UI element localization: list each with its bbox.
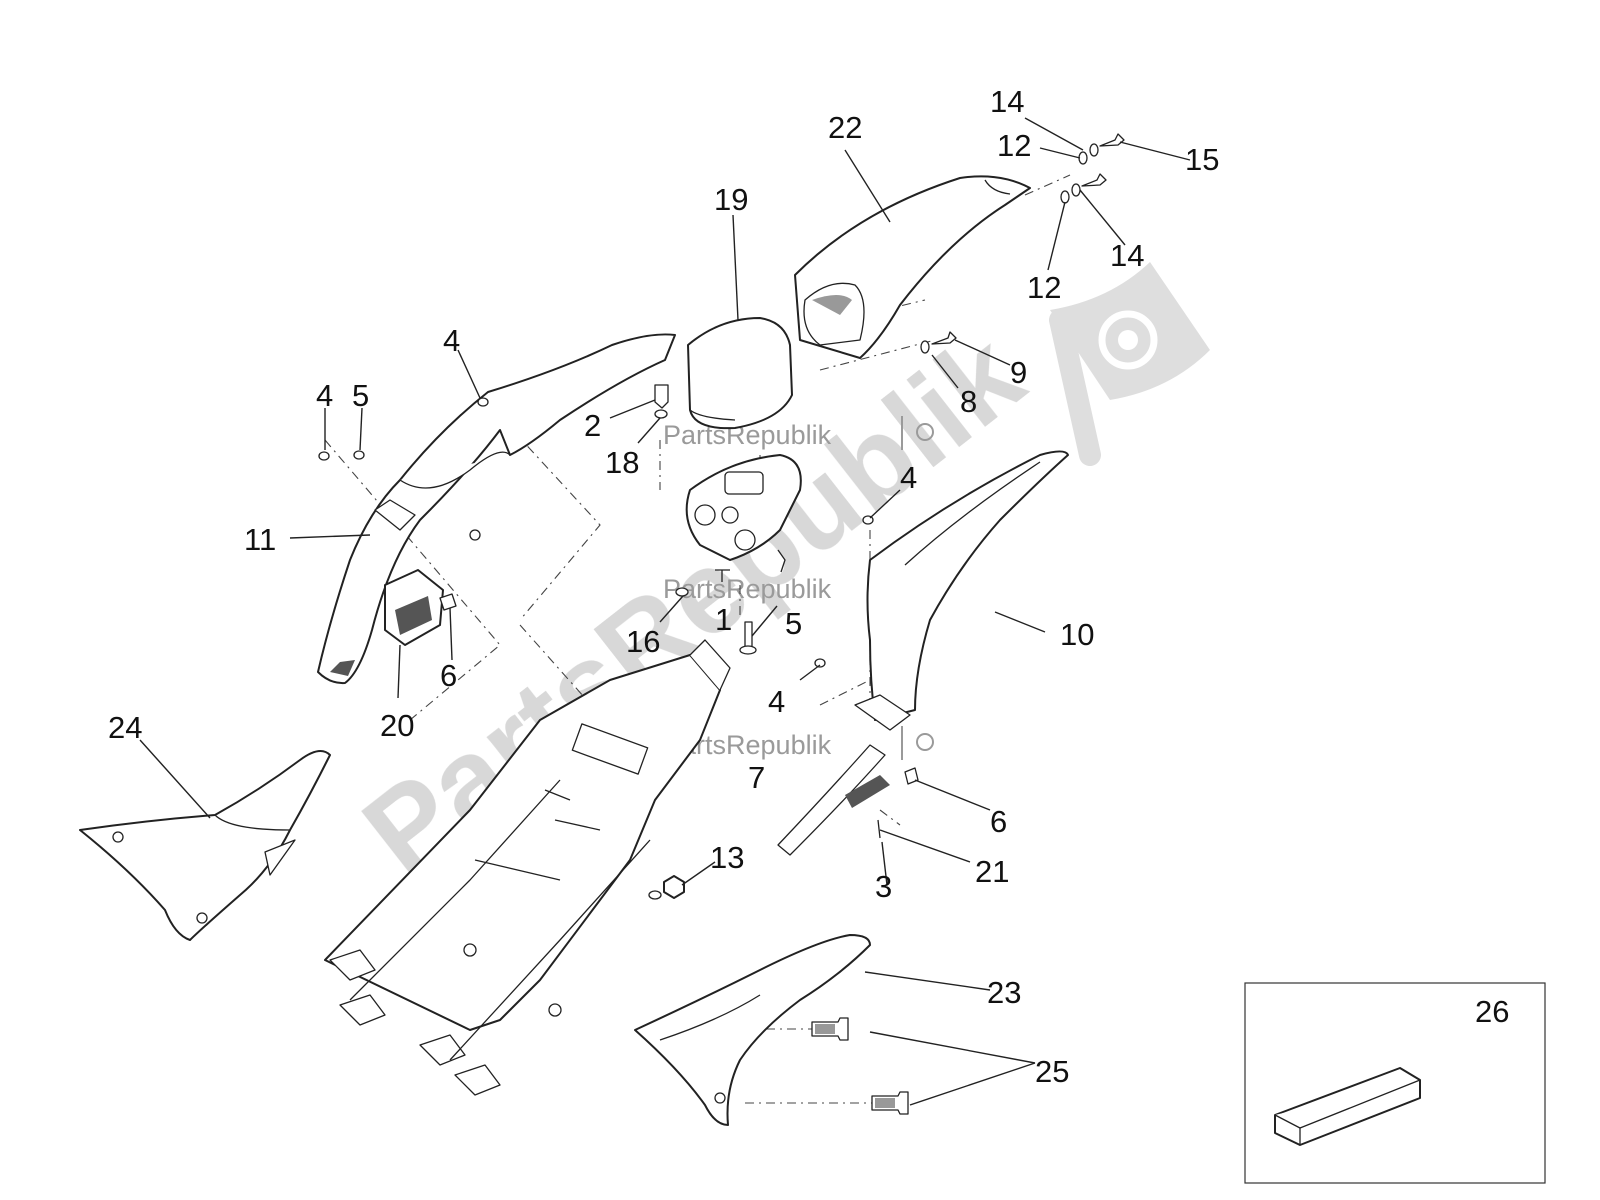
callout-12: 12 bbox=[997, 128, 1031, 163]
callout-labels: 14 22 12 15 19 14 12 4 9 4 5 2 8 18 4 11… bbox=[108, 84, 1509, 1089]
callout-11: 11 bbox=[244, 522, 276, 557]
part-right-under-cover bbox=[634, 934, 871, 1126]
callout-12: 12 bbox=[1027, 270, 1061, 305]
callout-8: 8 bbox=[960, 384, 977, 419]
part-rubber-block-right bbox=[777, 744, 919, 856]
callout-21: 21 bbox=[975, 854, 1009, 889]
part-tail-cover bbox=[794, 175, 1031, 359]
callout-18: 18 bbox=[605, 445, 639, 480]
kit-box-26 bbox=[1244, 982, 1546, 1184]
callout-5: 5 bbox=[352, 378, 369, 413]
callout-6: 6 bbox=[990, 804, 1007, 839]
callout-9: 9 bbox=[1010, 355, 1027, 390]
part-rear-subframe bbox=[324, 639, 731, 1096]
callout-6: 6 bbox=[440, 658, 457, 693]
callout-19: 19 bbox=[714, 182, 748, 217]
callout-7: 7 bbox=[748, 760, 765, 795]
part-right-side-fairing bbox=[814, 450, 1069, 731]
callout-24: 24 bbox=[108, 710, 142, 745]
callout-4: 4 bbox=[768, 684, 785, 719]
part-seat bbox=[687, 317, 793, 430]
callout-14: 14 bbox=[990, 84, 1024, 119]
callout-3: 3 bbox=[875, 869, 892, 904]
callout-25: 25 bbox=[1035, 1054, 1069, 1089]
callout-16: 16 bbox=[626, 624, 660, 659]
watermark-logo-icon bbox=[1049, 262, 1210, 466]
leader-lines bbox=[139, 117, 1191, 1106]
callout-26: 26 bbox=[1475, 994, 1509, 1029]
callout-20: 20 bbox=[380, 708, 414, 743]
callout-4: 4 bbox=[443, 323, 460, 358]
part-seat-lock-base bbox=[685, 454, 802, 655]
callout-1: 1 bbox=[715, 602, 732, 637]
callout-22: 22 bbox=[828, 110, 862, 145]
hardware-nut-13 bbox=[663, 875, 685, 899]
callout-10: 10 bbox=[1060, 617, 1094, 652]
callout-23: 23 bbox=[987, 975, 1021, 1010]
callout-4: 4 bbox=[900, 460, 917, 495]
callout-13: 13 bbox=[710, 840, 744, 875]
callout-15: 15 bbox=[1185, 142, 1219, 177]
part-left-side-fairing bbox=[317, 333, 676, 685]
hardware-screws-25 bbox=[811, 1017, 909, 1115]
callout-2: 2 bbox=[584, 408, 601, 443]
watermark-small-label: PartsRepublik bbox=[663, 574, 832, 604]
hardware-small-bolts-left bbox=[318, 384, 689, 597]
callout-14: 14 bbox=[1110, 238, 1144, 273]
part-left-under-cover bbox=[79, 750, 331, 941]
hardware-washers-screws-upper bbox=[920, 133, 1125, 354]
callout-4: 4 bbox=[316, 378, 333, 413]
callout-5: 5 bbox=[785, 606, 802, 641]
part-rubber-block-left bbox=[384, 569, 457, 646]
